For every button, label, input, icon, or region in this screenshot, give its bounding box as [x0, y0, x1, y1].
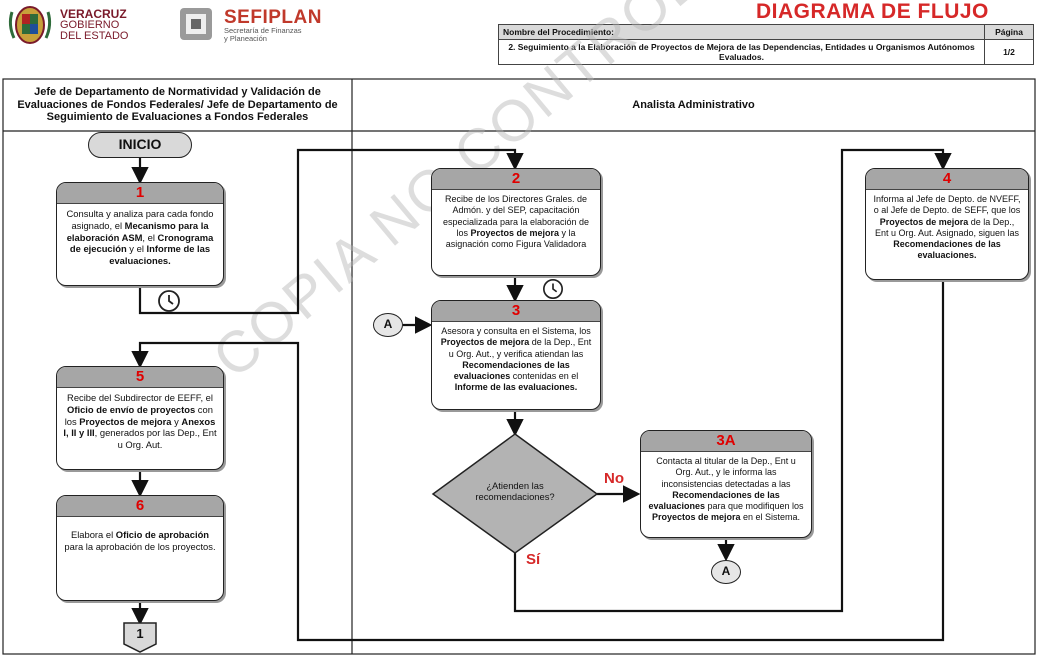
step-3a-number: 3A	[641, 431, 811, 452]
step-3a-text: Contacta al titular de la Dep., Ent u Or…	[648, 456, 804, 523]
clock-icon	[157, 289, 181, 318]
step-2-box: 2 Recibe de los Directores Grales. de Ad…	[431, 168, 601, 276]
procedure-table: Nombre del Procedimiento: Página 2. Segu…	[498, 24, 1034, 65]
step-4-number: 4	[866, 169, 1028, 190]
step-1-box: 1 Consulta y analiza para cada fondo asi…	[56, 182, 224, 286]
connector-a-out: A	[711, 560, 741, 584]
sefiplan-sub2: y Planeación	[224, 34, 267, 44]
veracruz-line1: VERACRUZ	[60, 7, 127, 21]
step-3-text: Asesora y consulta en el Sistema, los Pr…	[440, 326, 592, 393]
step-3a-box: 3A Contacta al titular de la Dep., Ent u…	[640, 430, 812, 538]
step-4-text: Informa al Jefe de Depto. de NVEFF, o al…	[873, 194, 1021, 261]
step-6-text: Elabora el Oficio de aprobación para la …	[64, 529, 216, 552]
veracruz-logo	[6, 4, 54, 46]
decision-no-label: No	[604, 470, 624, 487]
veracruz-shield-icon	[8, 6, 52, 44]
start-terminator: INICIO	[88, 132, 192, 158]
decision-text: ¿Atienden las recomendaciones?	[475, 480, 555, 503]
step-2-number: 2	[432, 169, 600, 190]
lane-left-header: Jefe de Departamento de Normatividad y V…	[17, 86, 338, 124]
page-label: Página	[984, 24, 1034, 40]
sefiplan-emblem-icon	[180, 8, 212, 40]
step-5-number: 5	[57, 367, 223, 388]
veracruz-wordmark: VERACRUZ GOBIERNO DEL ESTADO	[60, 8, 128, 42]
clock-icon	[542, 278, 564, 305]
step-6-box: 6 Elabora el Oficio de aprobación para l…	[56, 495, 224, 601]
step-3-box: 3 Asesora y consulta en el Sistema, los …	[431, 300, 601, 410]
sefiplan-name: SEFIPLAN	[224, 7, 322, 28]
step-2-text: Recibe de los Directores Grales. de Admó…	[442, 194, 590, 249]
procedure-name: 2. Seguimiento a la Elaboración de Proye…	[498, 39, 985, 65]
decision-yes-label: Sí	[526, 551, 541, 568]
veracruz-line2: GOBIERNO	[60, 19, 120, 31]
off-page-connector-label: 1	[136, 626, 144, 641]
veracruz-line3: DEL ESTADO	[60, 30, 129, 42]
step-3-number: 3	[432, 301, 600, 322]
document-title: DIAGRAMA DE FLUJO	[756, 0, 989, 23]
page-value: 1/2	[984, 39, 1034, 65]
connector-a-in: A	[373, 313, 403, 337]
step-4-box: 4 Informa al Jefe de Depto. de NVEFF, o …	[865, 168, 1029, 280]
step-5-text: Recibe del Subdirector de EEFF, el Ofici…	[63, 392, 217, 450]
lane-right-header: Analista Administrativo	[632, 98, 755, 111]
step-6-number: 6	[57, 496, 223, 517]
step-1-text: Consulta y analiza para cada fondo asign…	[66, 208, 214, 266]
sefiplan-wordmark: SEFIPLAN Secretaría de Finanzas y Planea…	[224, 8, 322, 44]
step-1-number: 1	[57, 183, 223, 204]
step-5-box: 5 Recibe del Subdirector de EEFF, el Ofi…	[56, 366, 224, 470]
sefiplan-sub1: Secretaría de Finanzas	[224, 26, 302, 35]
sefiplan-logo	[174, 4, 218, 44]
procedure-label: Nombre del Procedimiento:	[498, 24, 985, 40]
